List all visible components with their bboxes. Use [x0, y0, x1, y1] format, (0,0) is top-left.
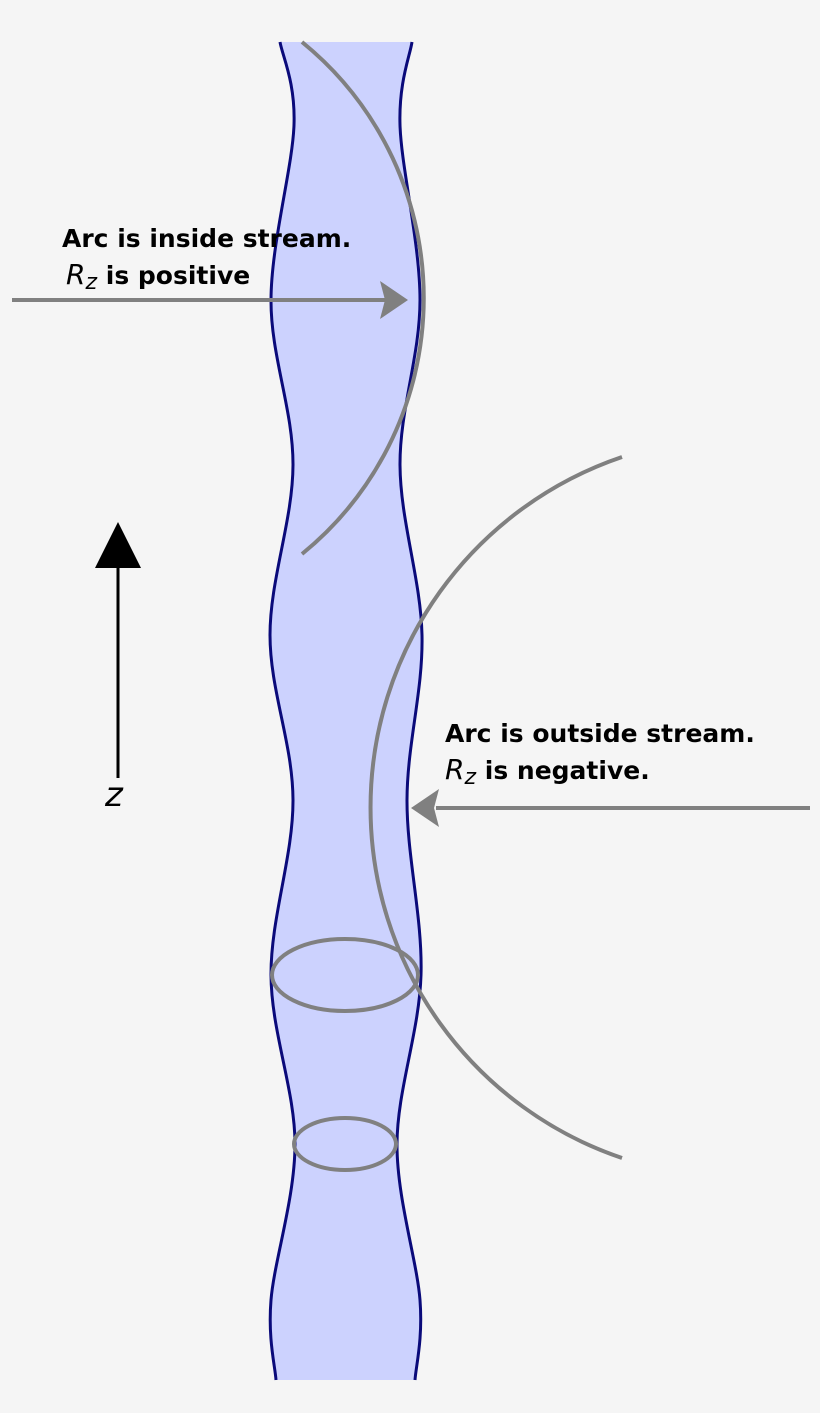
liquid-stream	[270, 42, 423, 1380]
z-axis-arrowhead	[95, 522, 141, 568]
arc-inside-stream	[300, 40, 426, 556]
inside-stream-label: Arc is inside stream.	[62, 226, 351, 251]
inside-curvature-text: is positive	[105, 261, 251, 290]
inside-curvature-label: Rz is positive	[66, 261, 250, 294]
inside-stream-title: Arc is inside stream.	[62, 224, 352, 253]
arc-outside-stream	[368, 455, 623, 1160]
outside-radius-symbol: Rz	[445, 753, 477, 790]
inside-radius-symbol: Rz	[66, 258, 98, 295]
arrow-inside-head	[380, 281, 408, 319]
stream-left-edge	[268, 41, 297, 1381]
outside-curvature-text: is negative.	[484, 756, 650, 785]
cross-section-ring-lower	[292, 1116, 398, 1172]
outside-stream-label: Arc is outside stream.	[445, 721, 755, 746]
stream-right-edge	[395, 41, 424, 1381]
outside-stream-title: Arc is outside stream.	[445, 719, 755, 748]
arrow-outside-head	[411, 789, 439, 827]
z-axis-label: z	[105, 775, 123, 815]
outside-curvature-label: Rz is negative.	[445, 756, 650, 789]
cross-section-ring-upper	[270, 937, 420, 1013]
